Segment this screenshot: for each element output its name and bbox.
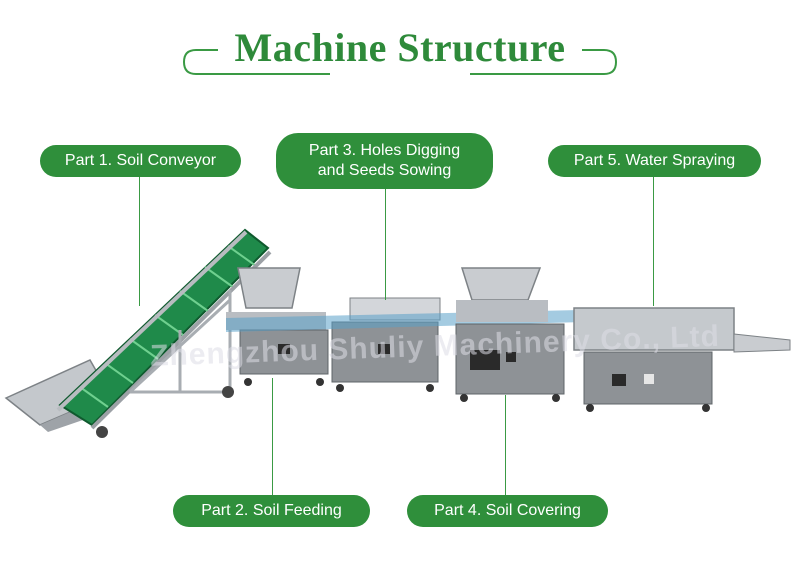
page-title: Machine Structure xyxy=(234,25,566,70)
leader-line-part5 xyxy=(653,176,654,306)
label-part2-soil-feeding: Part 2. Soil Feeding xyxy=(173,495,370,527)
label-part2-text: Part 2. Soil Feeding xyxy=(201,502,342,519)
leader-line-part1 xyxy=(139,176,140,306)
label-part4-text: Part 4. Soil Covering xyxy=(434,502,581,519)
label-part5-text: Part 5. Water Spraying xyxy=(573,152,736,169)
label-part3-line1: Part 3. Holes Digging xyxy=(308,142,461,159)
label-part5-water-spraying: Part 5. Water Spraying xyxy=(548,145,761,177)
label-part3-line2: and Seeds Sowing xyxy=(317,162,452,179)
title-decoration xyxy=(182,49,618,75)
label-part3-holes-digging: Part 3. Holes Digging and Seeds Sowing xyxy=(276,133,493,189)
leader-line-part3 xyxy=(385,188,386,300)
label-part1-text: Part 1. Soil Conveyor xyxy=(64,152,217,169)
leader-line-part2 xyxy=(272,378,273,496)
leader-line-part4 xyxy=(505,395,506,497)
label-part4-soil-covering: Part 4. Soil Covering xyxy=(407,495,608,527)
label-part1-soil-conveyor: Part 1. Soil Conveyor xyxy=(40,145,241,177)
